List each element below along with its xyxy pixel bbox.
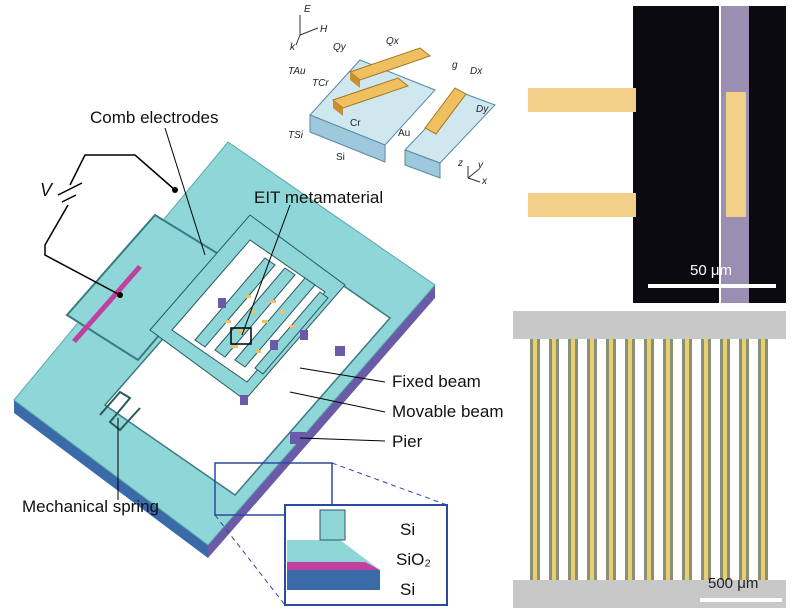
- leader-lines: [117, 127, 386, 500]
- label-layer-si-top: Si: [400, 520, 416, 539]
- inset-sio2: [287, 562, 380, 570]
- zoom-line-1: [214, 514, 286, 606]
- label-comb-electrodes: Comb electrodes: [90, 108, 219, 127]
- inset-si-bottom: [287, 570, 380, 590]
- uc-dim-TAu: TAu: [288, 66, 306, 77]
- uc-dim-Dy: Dy: [476, 104, 489, 115]
- uc-mat-Au: Au: [398, 128, 411, 139]
- label-eit-metamaterial: EIT metamaterial: [254, 188, 384, 207]
- mechanical-spring: [99, 390, 141, 432]
- uc-mat-Cr: Cr: [350, 118, 361, 129]
- scale-bar-bottom: [700, 598, 782, 602]
- inset-beam: [319, 509, 346, 541]
- piers: [218, 298, 345, 444]
- uc-dim-TSi: TSi: [288, 130, 303, 141]
- uc-axis-z: z: [458, 158, 463, 169]
- label-layer-sio2: SiO₂: [396, 550, 431, 569]
- uc-axis-H: H: [320, 24, 328, 35]
- label-pier: Pier: [392, 432, 423, 451]
- uc-axis-y: y: [478, 160, 483, 171]
- comb-grid: [149, 214, 346, 401]
- uc-dim-Qy: Qy: [333, 42, 346, 53]
- voltage-source: [44, 154, 176, 296]
- scale-bar-top: [648, 284, 776, 288]
- eit-focus-box: [230, 327, 252, 345]
- label-layer-si-bottom: Si: [400, 580, 416, 599]
- chip-side-left: [14, 400, 208, 558]
- uc-dim-Qx: Qx: [386, 36, 399, 47]
- label-movable-beam: Movable beam: [392, 402, 504, 421]
- uc-axis-E: E: [304, 4, 311, 15]
- chip-side-right: [208, 285, 435, 558]
- micrograph-2-features: [513, 311, 786, 608]
- micrograph-1-features: [528, 6, 786, 303]
- electrode-edge-magenta: [72, 265, 142, 343]
- eit-resonators: [225, 295, 296, 353]
- uc-dim-Dx: Dx: [470, 66, 483, 77]
- uc-axis-k: k: [290, 42, 295, 53]
- zoom-line-2: [331, 462, 448, 506]
- uc-axis-x: x: [482, 176, 487, 187]
- scale-label-bottom: 500 μm: [708, 575, 759, 592]
- uc-dim-g: g: [452, 60, 458, 71]
- zoom-source-box: [214, 462, 333, 516]
- uc-mat-Si: Si: [336, 152, 345, 163]
- terminal-dot-2: [117, 292, 123, 298]
- scale-label-top: 50 μm: [690, 262, 732, 279]
- uc-dim-TCr: TCr: [312, 78, 329, 89]
- terminal-dot-1: [172, 187, 178, 193]
- unit-cell: [295, 15, 496, 183]
- label-voltage: V: [40, 180, 53, 200]
- label-fixed-beam: Fixed beam: [392, 372, 481, 391]
- label-mechanical-spring: Mechanical spring: [22, 497, 160, 516]
